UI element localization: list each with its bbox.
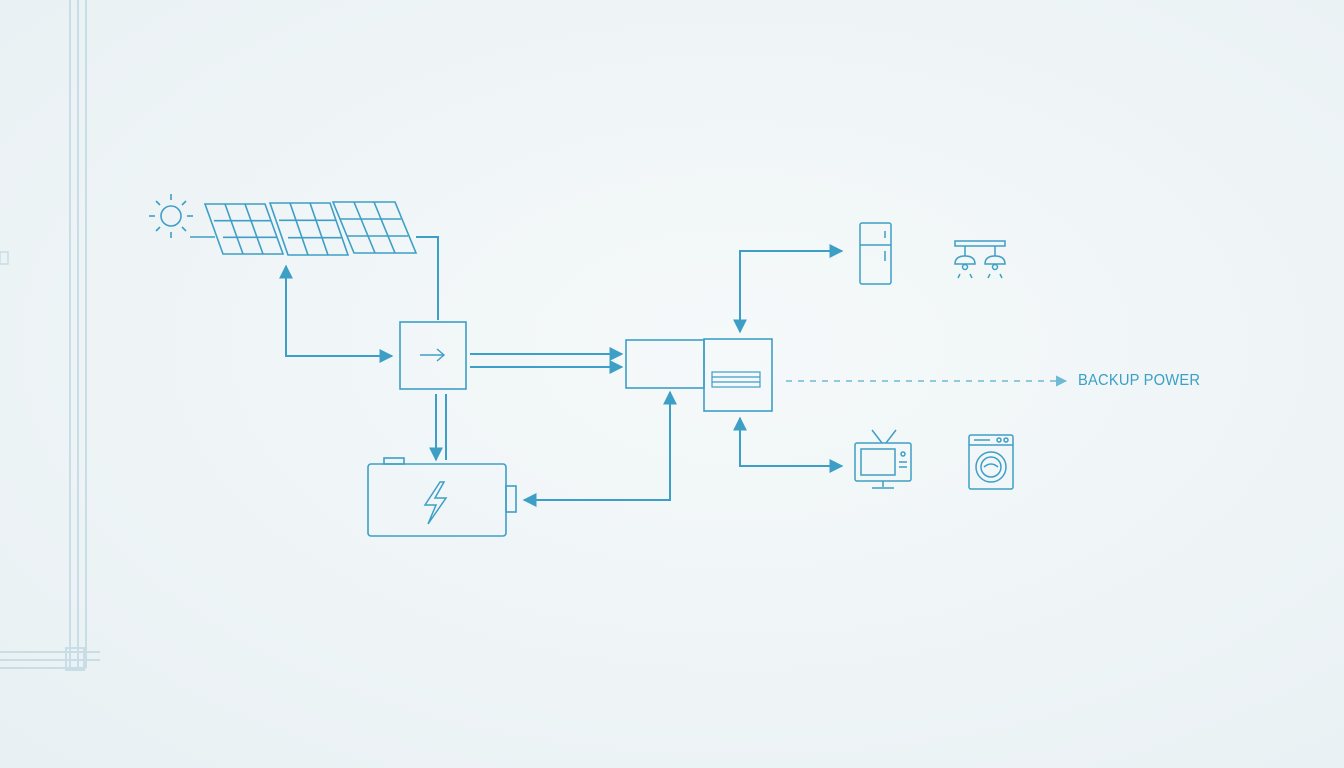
distribution-panel xyxy=(703,338,773,412)
connection-lines xyxy=(279,236,844,507)
ceiling-lights-icon xyxy=(954,240,1006,279)
refrigerator-icon xyxy=(859,222,892,285)
solar-panel-icon xyxy=(331,201,418,254)
battery-lightning-icon xyxy=(423,481,448,525)
solar-panel-icon xyxy=(203,203,285,255)
sun-icon xyxy=(149,194,193,238)
arrow-right-icon xyxy=(420,348,446,362)
washing-machine-icon xyxy=(968,434,1014,490)
panel-icon xyxy=(711,371,761,388)
backup-power-label: BACKUP POWER xyxy=(1078,372,1201,389)
solar-panel-icon xyxy=(268,202,350,256)
battery xyxy=(367,457,517,537)
charge-controller xyxy=(399,321,467,390)
inverter xyxy=(625,339,705,389)
tv-icon xyxy=(854,429,912,489)
wall-frame xyxy=(0,0,100,671)
